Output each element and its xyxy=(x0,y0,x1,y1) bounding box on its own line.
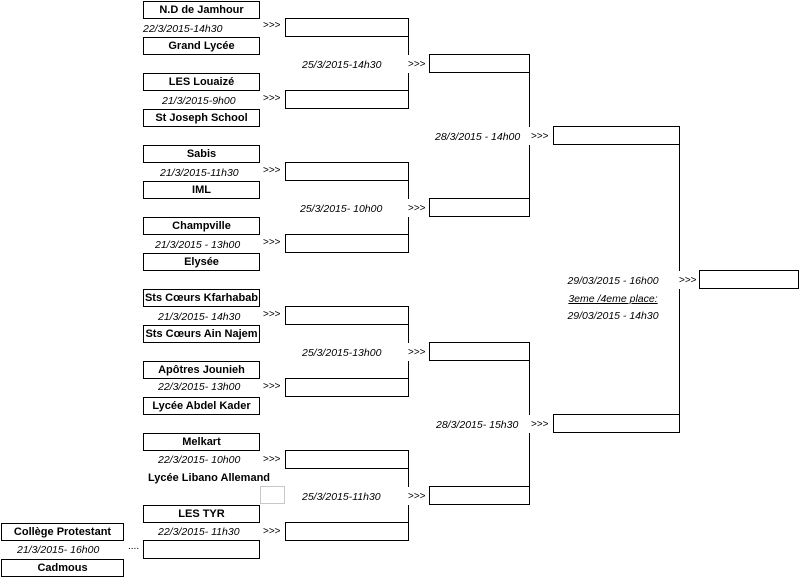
winner-slot-r1-3 xyxy=(285,162,409,181)
winner-slot-r1-1 xyxy=(285,18,409,37)
advance-arrow: >>> xyxy=(263,454,281,465)
match-date-sf-2: 28/3/2015- 15h30 xyxy=(436,419,519,431)
winner-slot-r1-8 xyxy=(285,522,409,541)
bracket-line xyxy=(529,72,530,127)
prelim-link-dots: .... xyxy=(128,541,140,552)
bracket-line xyxy=(679,144,680,271)
team-les-louaize: LES Louaizé xyxy=(143,73,260,91)
advance-arrow: >>> xyxy=(263,165,281,176)
winner-slot-sf-2 xyxy=(553,414,680,433)
bracket-line xyxy=(529,145,530,198)
advance-arrow: >>> xyxy=(408,491,426,502)
advance-arrow: >>> xyxy=(263,93,281,104)
advance-arrow: >>> xyxy=(679,275,697,286)
advance-arrow: >>> xyxy=(263,381,281,392)
match-date-r1-2: 21/3/2015-9h00 xyxy=(162,95,236,107)
winner-slot-r1-2 xyxy=(285,90,409,109)
team-college-protestant: Collège Protestant xyxy=(1,523,124,541)
winner-slot-r1-7 xyxy=(285,450,409,469)
match-date-r1-1: 22/3/2015-14h30 xyxy=(143,23,223,35)
bracket-line xyxy=(408,468,409,487)
team-elysee: Elysée xyxy=(143,253,260,271)
team-champville: Champville xyxy=(143,217,260,235)
team-lycee-abdel-kader: Lycée Abdel Kader xyxy=(143,397,260,415)
team-sts-coeurs-kfarhabab: Sts Cœurs Kfarhabab xyxy=(143,289,260,307)
team-nd-de-jamhour: N.D de Jamhour xyxy=(143,1,260,19)
winner-slot-sf-1 xyxy=(553,126,680,145)
winner-slot-qf-1 xyxy=(429,54,530,73)
advance-arrow: >>> xyxy=(263,237,281,248)
team-apotres-jounieh: Apôtres Jounieh xyxy=(143,361,260,379)
advance-arrow: >>> xyxy=(263,20,281,31)
team-grand-lycee: Grand Lycée xyxy=(143,37,260,55)
bracket-line xyxy=(529,433,530,486)
team-les-tyr: LES TYR xyxy=(143,505,260,523)
winner-slot-r1-6 xyxy=(285,378,409,397)
bracket-line xyxy=(408,180,409,199)
bracket-line xyxy=(408,324,409,343)
advance-arrow: >>> xyxy=(263,309,281,320)
bracket-line xyxy=(408,36,409,55)
match-date-r1-4: 21/3/2015 - 13h00 xyxy=(155,239,241,251)
match-date-qf-1: 25/3/2015-14h30 xyxy=(302,59,382,71)
team-iml: IML xyxy=(143,181,260,199)
winner-slot-qf-3 xyxy=(429,342,530,361)
match-date-r1-7: 22/3/2015- 10h00 xyxy=(158,454,241,466)
match-date-qf-3: 25/3/2015-13h00 xyxy=(302,347,382,359)
advance-arrow: >>> xyxy=(263,526,281,537)
bracket-line xyxy=(679,289,680,416)
match-date-qf-2: 25/3/2015- 10h00 xyxy=(300,203,383,215)
team-cadmous: Cadmous xyxy=(1,559,124,577)
winner-slot-qf-4 xyxy=(429,486,530,505)
match-date-sf-1: 28/3/2015 - 14h00 xyxy=(435,131,521,143)
match-date-r1-5: 21/3/2015- 14h30 xyxy=(158,311,241,323)
advance-arrow: >>> xyxy=(408,203,426,214)
match-date-prelim: 21/3/2015- 16h00 xyxy=(17,544,100,556)
winner-slot-qf-2 xyxy=(429,198,530,217)
winner-slot-r1-4 xyxy=(285,234,409,253)
match-date-r1-8: 22/3/2015- 11h30 xyxy=(158,526,240,538)
match-date-r1-6: 22/3/2015- 13h00 xyxy=(158,381,241,393)
team-lycee-libano-allemand: Lycée Libano Allemand xyxy=(147,472,271,484)
match-date-qf-4: 25/3/2015-11h30 xyxy=(302,491,381,503)
bracket-line xyxy=(408,73,409,90)
third-place-label: 3eme /4eme place: xyxy=(568,293,658,305)
advance-arrow: >>> xyxy=(531,419,549,430)
match-date-final: 29/03/2015 - 16h00 xyxy=(567,275,659,287)
advance-arrow: >>> xyxy=(531,131,549,142)
match-date-r1-3: 21/3/2015-11h30 xyxy=(160,167,239,179)
bracket-line xyxy=(529,360,530,415)
advance-arrow: >>> xyxy=(408,347,426,358)
bracket-line xyxy=(408,361,409,378)
winner-slot-final xyxy=(699,270,799,289)
team-sts-coeurs-ain-najem: Sts Cœurs Ain Najem xyxy=(143,325,260,343)
team-st-joseph-school: St Joseph School xyxy=(143,109,260,127)
third-place-date: 29/03/2015 - 14h30 xyxy=(567,310,659,322)
team-sabis: Sabis xyxy=(143,145,260,163)
bracket-line xyxy=(408,217,409,234)
empty-cell xyxy=(260,486,285,504)
advance-arrow: >>> xyxy=(408,59,426,70)
team-melkart: Melkart xyxy=(143,433,260,451)
bracket-line xyxy=(408,505,409,522)
winner-slot-r1-5 xyxy=(285,306,409,325)
winner-slot-prelim xyxy=(143,540,260,559)
